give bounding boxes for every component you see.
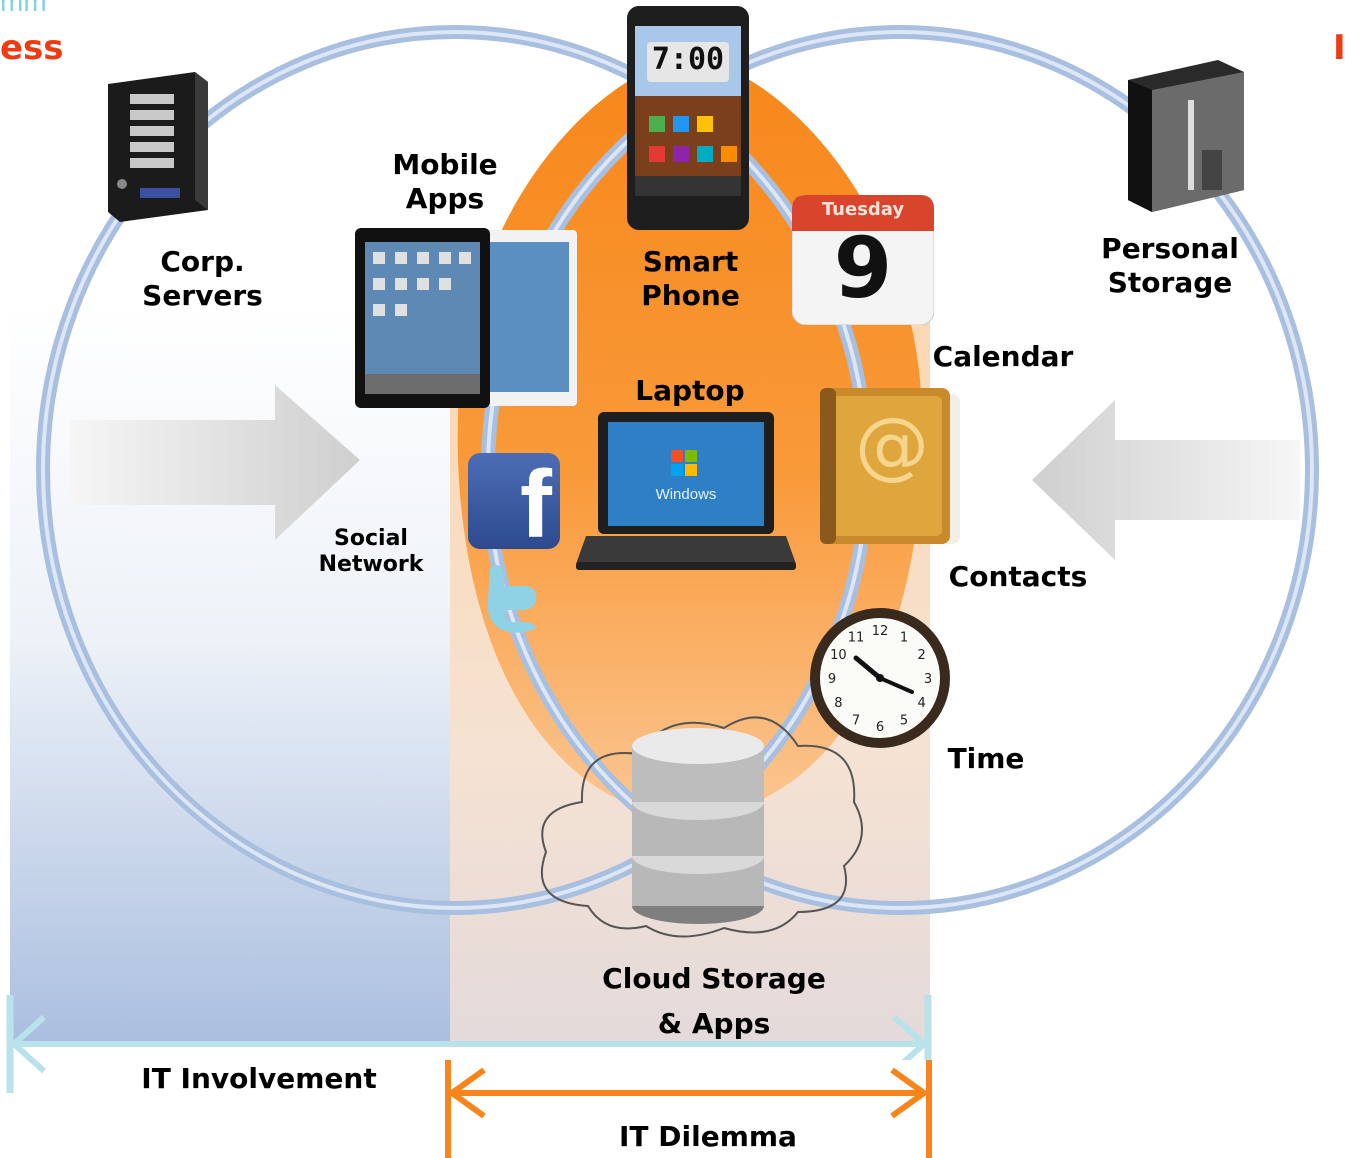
it-dilemma-arrow (445, 1060, 932, 1158)
twitter-icon[interactable] (480, 560, 546, 634)
label-corp-servers: Corp. Servers (142, 245, 263, 312)
clock-numeral: 9 (828, 672, 836, 687)
tablet-icon (355, 228, 577, 408)
clock-numeral: 6 (876, 720, 884, 735)
clock-numeral: 4 (917, 696, 925, 711)
left-push-arrow (70, 385, 360, 540)
label-laptop: Laptop (635, 374, 745, 407)
server-icon (108, 72, 208, 222)
it-involvement-zone (10, 300, 450, 1045)
clock-numeral: 5 (900, 714, 908, 729)
external-drive-icon (1128, 60, 1244, 212)
label-cloud-storage: Cloud Storage & Apps (602, 962, 826, 1040)
clock-numeral: 3 (924, 672, 932, 687)
label-time: Time (947, 742, 1025, 775)
clock-numeral: 1 (900, 630, 908, 645)
contacts-symbol: @ (855, 402, 929, 488)
calendar-icon (792, 195, 934, 325)
partial-header-left: ess (0, 28, 64, 68)
clock-numeral: 7 (852, 714, 860, 729)
contacts-book-icon (820, 388, 960, 544)
label-calendar: Calendar (932, 340, 1074, 373)
label-it-dilemma: IT Dilemma (619, 1120, 797, 1153)
facebook-letter: f (520, 451, 552, 558)
label-smart-phone: Smart Phone (641, 245, 740, 312)
calendar-date: 9 (833, 219, 893, 317)
partial-header-top: mm (0, 0, 47, 17)
partial-header-right: I (1333, 28, 1345, 68)
label-mobile-apps: Mobile Apps (392, 148, 498, 215)
label-it-involvement: IT Involvement (141, 1062, 377, 1095)
smartphone-icon (627, 6, 749, 230)
laptop-icon (576, 412, 796, 570)
calendar-day: Tuesday (821, 199, 905, 220)
facebook-icon[interactable] (468, 453, 560, 549)
label-personal-storage: Personal Storage (1101, 232, 1239, 299)
label-social-network: Social Network (318, 526, 424, 578)
clock-numeral: 8 (834, 696, 842, 711)
clock-numeral: 10 (830, 648, 847, 663)
clock-numeral: 12 (872, 624, 889, 639)
clock-numeral: 11 (848, 630, 865, 645)
cloud-database-icon (540, 716, 863, 938)
laptop-os-label: Windows (655, 486, 717, 503)
clock-numeral: 2 (917, 648, 925, 663)
phone-time: 7:00 (651, 42, 725, 77)
label-contacts: Contacts (948, 560, 1088, 593)
right-push-arrow (1032, 400, 1300, 560)
